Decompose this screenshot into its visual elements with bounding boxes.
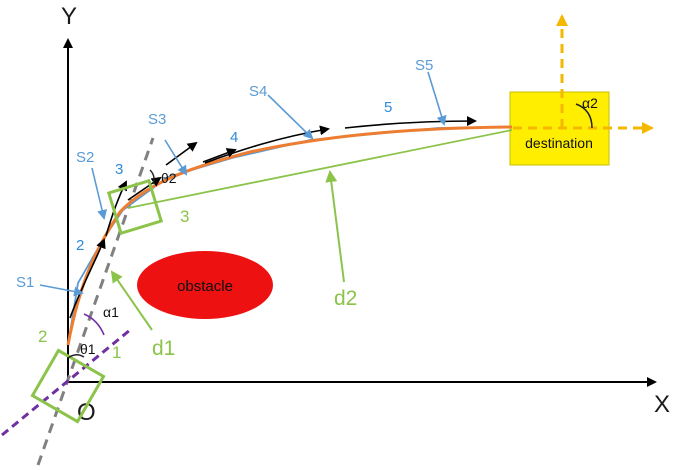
distance-label-d1: d1 xyxy=(152,337,175,360)
obstacle: obstacle xyxy=(137,251,273,319)
destination: destination α2 xyxy=(509,14,654,166)
blue-path xyxy=(67,126,513,346)
d2-line xyxy=(127,129,513,209)
alpha2-label: α2 xyxy=(582,95,598,111)
alpha1-label: α1 xyxy=(103,304,119,320)
velocity-arrow-4 xyxy=(202,148,237,163)
destination-label: destination xyxy=(525,135,593,151)
s2-pointer xyxy=(91,167,107,220)
orange-trajectory xyxy=(66,125,513,346)
velocity-arrow-7 xyxy=(344,116,477,129)
segment-label-s4: S4 xyxy=(249,83,267,100)
vehicle-markers: 3 2 1 xyxy=(30,178,189,424)
velocity-arrow-3 xyxy=(127,176,162,201)
origin-label: O xyxy=(77,399,96,426)
segment-label-s3: S3 xyxy=(148,111,166,128)
d1-pointer xyxy=(110,270,153,331)
theta2-arc xyxy=(149,169,155,185)
alpha2-arc xyxy=(575,103,593,129)
origin-angles: θ1 α1 xyxy=(67,304,119,359)
vehicle-marker-label-1: 1 xyxy=(112,343,121,362)
waypoint-labels: 2 3 4 5 xyxy=(76,99,392,254)
distance-label-d2: d2 xyxy=(334,287,357,310)
vehicle-square-3 xyxy=(106,178,164,236)
y-axis-label: Y xyxy=(61,3,77,30)
waypoint-label-4: 4 xyxy=(230,129,238,146)
obstacle-label: obstacle xyxy=(177,278,233,295)
alpha1-arc xyxy=(83,313,105,336)
distance-labels: d1 d2 xyxy=(110,170,357,360)
s5-pointer xyxy=(427,71,447,126)
x-axis-label: X xyxy=(654,391,670,418)
velocity-arrow-2 xyxy=(105,180,127,237)
segment-label-s5: S5 xyxy=(415,57,433,74)
waypoint-label-5: 5 xyxy=(384,99,392,116)
axes: Y X O xyxy=(61,3,670,426)
s4-pointer xyxy=(267,94,314,140)
theta1-arc xyxy=(67,354,85,359)
waypoint-label-3: 3 xyxy=(115,161,123,178)
vehicle-marker-label-2: 2 xyxy=(38,327,47,346)
segment-label-s1: S1 xyxy=(16,274,34,291)
waypoint-label-2: 2 xyxy=(76,237,84,254)
segment-labels: S1 S2 S3 S4 S5 xyxy=(16,57,447,297)
s3-pointer xyxy=(164,139,188,176)
velocity-arrow-5 xyxy=(165,141,198,166)
d2-pointer xyxy=(325,170,345,283)
purple-dashed-line xyxy=(1,328,131,437)
velocity-arrow-1 xyxy=(69,238,106,319)
vehicle-square-origin xyxy=(30,348,106,424)
theta1-label: θ1 xyxy=(80,341,96,357)
theta2-label: θ2 xyxy=(161,170,177,186)
s1-pointer xyxy=(39,284,84,297)
segment-label-s2: S2 xyxy=(76,149,94,166)
vehicle-marker-label-3: 3 xyxy=(180,207,189,226)
obstacle-ellipse xyxy=(137,251,273,319)
